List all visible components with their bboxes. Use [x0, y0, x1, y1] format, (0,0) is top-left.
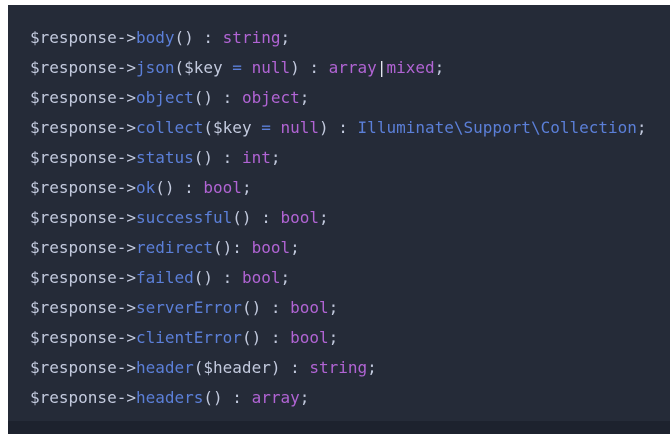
code-token: () : [241, 298, 291, 317]
code-token: ; [270, 148, 281, 167]
code-token: ) : [290, 58, 329, 77]
code-token: ; [328, 298, 339, 317]
code-token: body [135, 28, 175, 47]
code-token: $response-> [30, 388, 136, 407]
code-token: string [309, 358, 368, 377]
code-line: $response->redirect(): bool; [30, 233, 662, 263]
code-token: ; [367, 358, 377, 377]
code-token: ; [280, 28, 291, 47]
code-token: () : [241, 328, 291, 347]
code-token: ($key [203, 118, 262, 137]
code-token: $response-> [30, 88, 136, 107]
code-token: ; [290, 238, 300, 257]
code-token: json [135, 58, 175, 77]
code-token: = [232, 58, 242, 77]
code-token: bool [290, 328, 329, 347]
code-token: Illuminate\Support\Collection [357, 118, 637, 137]
code-token: null [251, 58, 291, 77]
code-token: array [251, 388, 300, 407]
code-token: headers [135, 388, 204, 407]
code-token: () : [193, 268, 242, 287]
code-token: string [222, 28, 281, 47]
code-token: status [135, 148, 194, 167]
code-token: () : [174, 28, 223, 47]
code-token: ; [280, 268, 291, 287]
code-line: $response->json($key = null) : array|mix… [30, 53, 662, 83]
code-token: mixed [386, 58, 435, 77]
code-token: ($header) : [193, 358, 310, 377]
code-line: $response->body() : string; [30, 23, 662, 53]
code-token: ; [299, 388, 310, 407]
code-token: ; [328, 328, 339, 347]
code-token: bool [280, 208, 319, 227]
panel-bottom-strip [8, 421, 670, 434]
code-token: bool [241, 268, 281, 287]
code-token [242, 58, 252, 77]
code-block: $response->body() : string;$response->js… [8, 5, 670, 413]
code-token: bool [251, 238, 291, 257]
code-token: $response-> [30, 328, 136, 347]
code-token: (): [213, 238, 252, 257]
code-token: object [135, 88, 194, 107]
code-token: () : [155, 178, 204, 197]
code-line: $response->serverError() : bool; [30, 293, 662, 323]
code-line: $response->headers() : array; [30, 383, 662, 413]
code-token: ) : [319, 118, 358, 137]
code-token: () : [203, 388, 252, 407]
code-token: array [328, 58, 377, 77]
code-token: $response-> [30, 178, 136, 197]
code-line: $response->collect($key = null) : Illumi… [30, 113, 662, 143]
code-line: $response->ok() : bool; [30, 173, 662, 203]
code-token: $response-> [30, 148, 136, 167]
code-line: $response->failed() : bool; [30, 263, 662, 293]
code-token: $response-> [30, 298, 136, 317]
code-token: object [241, 88, 300, 107]
code-token: bool [203, 178, 242, 197]
code-token: ; [299, 88, 310, 107]
code-token: ($key [174, 58, 233, 77]
code-token: $response-> [30, 208, 136, 227]
code-token: bool [290, 298, 329, 317]
code-token: $response-> [30, 238, 136, 257]
code-line: $response->header($header) : string; [30, 353, 662, 383]
code-token: ok [135, 178, 156, 197]
code-line: $response->successful() : bool; [30, 203, 662, 233]
code-token: int [241, 148, 271, 167]
code-token: () : [232, 208, 281, 227]
code-token: collect [135, 118, 204, 137]
code-token: ; [319, 208, 329, 227]
code-token: null [280, 118, 320, 137]
code-token: redirect [135, 238, 214, 257]
code-snippet-panel: $response->body() : string;$response->js… [8, 5, 670, 434]
code-token: $response-> [30, 118, 136, 137]
code-token: $response-> [30, 58, 136, 77]
code-token: serverError [135, 298, 242, 317]
code-token: $response-> [30, 28, 136, 47]
code-token: ; [241, 178, 252, 197]
code-line: $response->object() : object; [30, 83, 662, 113]
code-token: header [135, 358, 194, 377]
code-token: () : [193, 88, 242, 107]
code-token: = [261, 118, 271, 137]
code-token: $response-> [30, 268, 136, 287]
code-line: $response->clientError() : bool; [30, 323, 662, 353]
code-token: successful [135, 208, 233, 227]
code-line: $response->status() : int; [30, 143, 662, 173]
code-token: $response-> [30, 358, 136, 377]
code-token: () : [193, 148, 242, 167]
code-token: failed [135, 268, 194, 287]
code-token: ; [434, 58, 445, 77]
code-token: | [376, 58, 387, 77]
code-token: clientError [135, 328, 242, 347]
code-token: ; [636, 118, 647, 137]
